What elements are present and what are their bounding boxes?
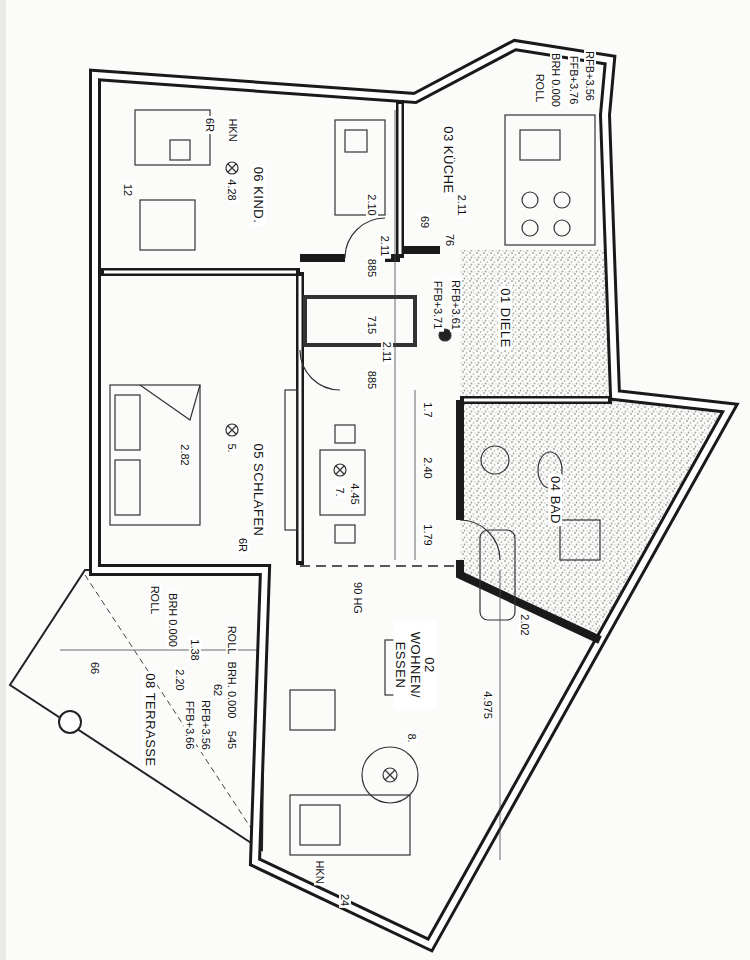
plan-annotation: 2.11 — [381, 340, 393, 365]
plan-annotation: HKN — [227, 116, 239, 143]
outer-wall-inner — [95, 45, 730, 945]
room: 08 TERRASSE — [20, 575, 260, 840]
plan-annotation: 62 — [212, 682, 224, 698]
plan-annotation: 6R — [204, 116, 216, 134]
furniture — [110, 110, 600, 855]
plan-annotation: 76 — [444, 232, 456, 248]
plan-annotation: RFB+3.56 — [584, 49, 596, 103]
plan-annotation: FFB+3.76 — [568, 54, 580, 107]
plan-annotation: 69 — [419, 214, 431, 230]
plan-annotation: 90 HG — [352, 580, 364, 616]
plan-annotation: 1.79 — [422, 522, 434, 547]
room-name: 06 KIND. — [251, 165, 265, 226]
plan-annotation: 545 — [226, 729, 238, 751]
plan-annotation: 8. — [406, 731, 418, 744]
paper-edge — [0, 0, 6, 960]
plan-annotation: 2.82 — [179, 442, 191, 467]
plan-annotation: 1.38 — [189, 637, 201, 662]
plan-annotation: ROLL — [534, 72, 546, 105]
room: 03 KÜCHE — [402, 102, 602, 248]
plan-annotation: ROLL — [149, 584, 161, 617]
copy-noise — [460, 250, 730, 640]
plan-annotation: 2.11 — [379, 234, 391, 259]
room-name: 05 SCHLAFEN — [251, 442, 265, 539]
room-name: 04 BAD — [548, 474, 562, 526]
plan-annotation: 2.20 — [174, 667, 186, 692]
downpipe — [59, 711, 81, 733]
room-boundary — [300, 565, 460, 567]
dimension-lines — [395, 110, 500, 860]
plan-annotation: BRH 0.000 — [550, 51, 562, 109]
plan-annotation: 2.40 — [422, 455, 434, 480]
interior-walls-inner — [104, 104, 608, 561]
room-name: 02 WOHNEN/ ESSEN — [394, 621, 437, 709]
plan-annotation: 4.975 — [482, 689, 494, 721]
plan-annotation: 12 — [122, 182, 134, 198]
plan-annotation: BRH. 0.000 — [226, 660, 238, 721]
room: 02 WOHNEN/ ESSEN — [270, 570, 550, 935]
room-name: 08 TERRASSE — [143, 671, 157, 768]
room-name: 03 KÜCHE — [441, 124, 455, 196]
plan-annotation: 2.11 — [456, 193, 468, 218]
plan-annotation: ROLL — [226, 624, 238, 657]
plan-annotation: 885 — [366, 257, 378, 279]
plan-annotation: BRH 0.000 — [167, 591, 179, 649]
plan-annotation: HKN — [314, 858, 326, 885]
plan-annotation: FFB+3.66 — [184, 699, 196, 752]
plan-annotation: 4.28 — [226, 177, 238, 202]
plan-annotation: 2.10 — [366, 192, 378, 217]
plan-annotation: 5. — [226, 441, 238, 454]
plan-annotation: 2.02 — [519, 612, 531, 637]
plan-annotation: RFB+3.56 — [200, 698, 212, 752]
plan-annotation: 7. — [334, 485, 346, 498]
plan-annotation: RFB+3.61 — [450, 278, 462, 332]
room: 04 BAD — [462, 402, 662, 572]
room: 05 SCHLAFEN — [102, 276, 298, 564]
plan-annotation: 1.7 — [422, 400, 434, 419]
room: 06 KIND. — [102, 82, 398, 256]
outer-wall — [95, 45, 730, 945]
terrace-diagonal — [85, 575, 262, 845]
plan-annotation: 24 — [339, 892, 351, 908]
plan-annotation: 885 — [366, 369, 378, 391]
plan-annotation: 6R — [237, 536, 249, 554]
plan-annotation: 4.45 — [349, 481, 361, 506]
room-name: 01 DIELE — [498, 286, 512, 350]
terrace-outline — [10, 570, 265, 850]
plan-annotation: FFB+3.71 — [432, 279, 444, 332]
room: 01 DIELE — [302, 255, 527, 560]
plan-annotation: 66 — [89, 660, 101, 676]
interior-walls — [100, 100, 612, 640]
plan-annotation: 715 — [366, 314, 378, 336]
